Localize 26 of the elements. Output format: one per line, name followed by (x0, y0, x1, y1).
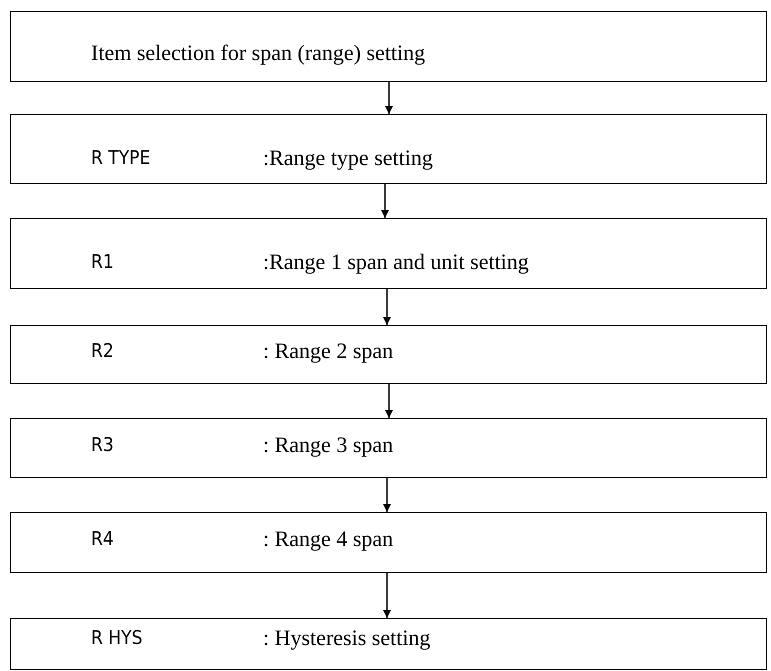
parameter-description: : Range 2 span (263, 338, 394, 364)
parameter-description: :Range 1 span and unit setting (263, 249, 529, 275)
parameter-code: R1 (91, 251, 114, 273)
process-box (10, 418, 767, 478)
arrow (385, 384, 393, 418)
parameter-code: R2 (91, 340, 114, 362)
process-box (10, 218, 767, 289)
parameter-code: R TYPE (91, 147, 150, 169)
process-box (10, 11, 767, 82)
arrow (381, 184, 389, 218)
box-title: Item selection for span (range) setting (91, 40, 426, 66)
arrow (383, 573, 391, 618)
parameter-code: R4 (91, 528, 114, 550)
parameter-description: : Hysteresis setting (263, 625, 430, 651)
arrow (383, 289, 391, 325)
process-box (10, 325, 767, 384)
parameter-code: R3 (91, 434, 114, 456)
arrow (385, 82, 393, 114)
arrow (383, 478, 391, 512)
process-box (10, 114, 767, 184)
process-box (10, 512, 767, 573)
parameter-description: :Range type setting (263, 145, 433, 171)
parameter-description: : Range 4 span (263, 526, 394, 552)
process-box (10, 618, 767, 670)
parameter-description: : Range 3 span (263, 432, 394, 458)
parameter-code: R HYS (91, 627, 142, 649)
